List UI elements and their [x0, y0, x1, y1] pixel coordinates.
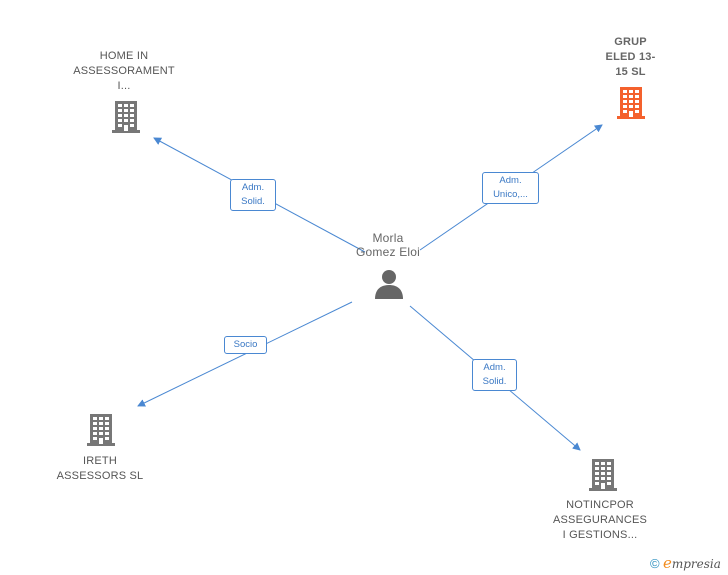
- node-notincpor-line1: NOTINCPOR: [566, 499, 634, 511]
- edge-label-grup-line1: Adm.: [499, 175, 522, 186]
- node-ireth-line2: ASSESSORS SL: [56, 470, 144, 482]
- center-label[interactable]: Morla Gomez Eloi: [338, 231, 438, 259]
- node-home-line2: ASSESSORAMENT: [73, 65, 175, 77]
- node-notincpor-label[interactable]: NOTINCPOR ASSEGURANCES I GESTIONS...: [540, 498, 660, 543]
- footer-brand: © empresia: [650, 554, 721, 572]
- building-icon-ireth[interactable]: [85, 413, 117, 447]
- edge-label-notincpor-line1: Adm.: [483, 362, 506, 373]
- node-home-line1: HOME IN: [99, 50, 149, 62]
- node-home-line3: I...: [117, 80, 131, 92]
- edge-label-notincpor[interactable]: Adm. Solid.: [472, 359, 517, 391]
- node-notincpor-line3: I GESTIONS...: [562, 529, 638, 541]
- node-home-label[interactable]: HOME IN ASSESSORAMENT I...: [60, 49, 188, 94]
- node-grup-label[interactable]: GRUP ELED 13- 15 SL: [583, 35, 678, 80]
- copyright-icon: ©: [650, 556, 660, 571]
- node-ireth-label[interactable]: IRETH ASSESSORS SL: [40, 454, 160, 484]
- node-grup-line2: ELED 13-: [605, 51, 656, 63]
- building-icon-notincpor[interactable]: [587, 458, 619, 492]
- edge-label-home-line1: Adm.: [241, 182, 265, 193]
- node-grup-line3: 15 SL: [615, 66, 646, 78]
- center-label-line2: Gomez Eloi: [355, 245, 421, 259]
- edge-label-ireth-line1: Socio: [233, 339, 258, 350]
- node-ireth-line1: IRETH: [83, 455, 117, 467]
- node-notincpor-line2: ASSEGURANCES: [552, 514, 648, 526]
- node-grup-line1: GRUP: [614, 36, 647, 48]
- building-icon-grup[interactable]: [615, 86, 647, 120]
- edge-label-notincpor-line2: Solid.: [482, 376, 507, 387]
- edge-label-home[interactable]: Adm. Solid.: [230, 179, 276, 211]
- person-icon[interactable]: [373, 268, 405, 300]
- edge-to-ireth: [137, 301, 353, 407]
- center-label-line1: Morla: [372, 231, 404, 245]
- edge-label-grup-line2: Unico,...: [493, 189, 528, 200]
- brand-logo-text: mpresia: [671, 557, 721, 571]
- edge-label-grup[interactable]: Adm. Unico,...: [482, 172, 539, 204]
- edge-label-ireth[interactable]: Socio: [224, 336, 267, 354]
- brand-logo-initial: e: [662, 554, 672, 572]
- edge-label-home-line2: Solid.: [241, 196, 265, 207]
- building-icon-home[interactable]: [110, 100, 142, 134]
